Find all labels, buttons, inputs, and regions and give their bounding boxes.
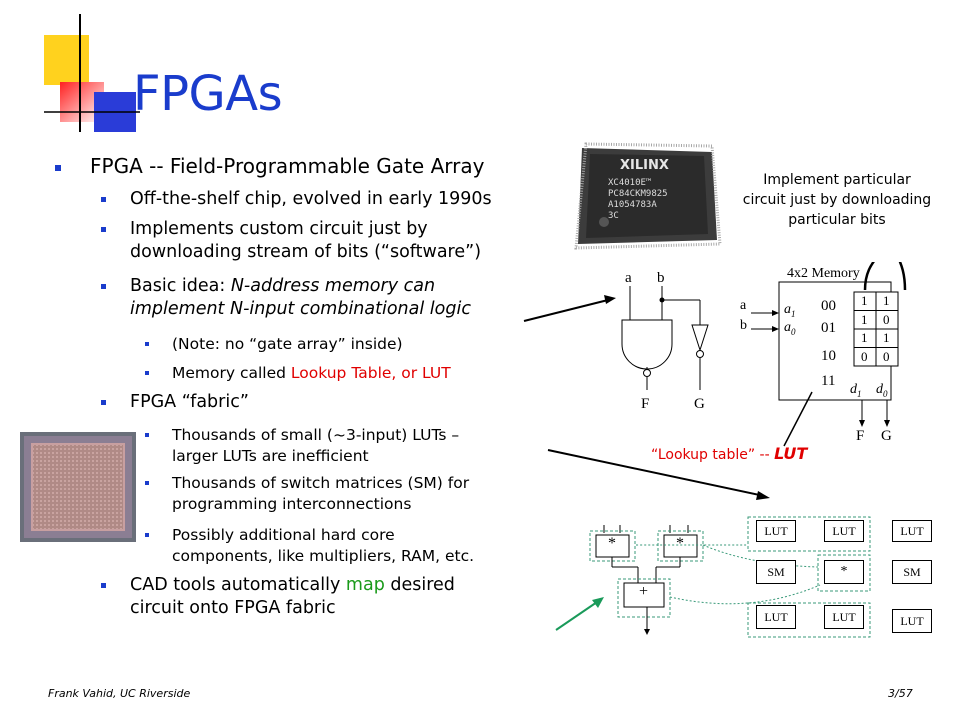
address-10: 10 [821, 348, 836, 364]
arrow-to-fabric [547, 449, 770, 500]
memory-output-g: G [881, 428, 892, 444]
fabric-lut-6: LUT [892, 609, 932, 633]
memory-in-a: a [740, 298, 747, 313]
basic-idea-prefix: Basic idea: [130, 276, 231, 296]
bullet-marker [101, 197, 106, 202]
xilinx-chip-image: XILINX XC4010E™ PC84CKM9825 A1054783A 3C [572, 140, 722, 252]
bullet-marker [101, 284, 106, 289]
address-01: 01 [821, 320, 836, 336]
bullet-implements-2: downloading stream of bits (“software”) [130, 242, 482, 262]
corner-squares-icon [44, 14, 140, 132]
bullet-off-the-shelf: Off-the-shelf chip, evolved in early 199… [130, 189, 492, 209]
fabric-lut-3: LUT [892, 520, 932, 542]
memory-output-f: F [856, 428, 865, 444]
bit-2-0: 1 [861, 330, 868, 345]
bullet-sm-2: programming interconnections [172, 495, 412, 513]
bullet-marker [101, 583, 106, 588]
bit-1-0: 1 [861, 312, 868, 327]
bullet-basic-idea-2: implement N-input combinational logic [130, 299, 471, 319]
bullet-marker [145, 371, 149, 375]
bullet-marker [101, 227, 106, 232]
lut-caption: “Lookup table” -- LUT [651, 444, 807, 463]
fabric-lut-5: LUT [824, 605, 864, 629]
bullet-luts-2: larger LUTs are inefficient [172, 447, 369, 465]
arrow-to-gates [523, 295, 616, 322]
address-00: 00 [821, 298, 836, 314]
memory-diagram: 4x2 Memory a b a1 a0 00 01 10 11 1 1 1 0… [735, 241, 935, 452]
fabric-diagram: * * + LUT LUT LUT SM * SM LUT LUT LUT [550, 505, 950, 665]
callout-text: Implement particular circuit just by dow… [722, 170, 952, 230]
adder-label: + [639, 583, 649, 600]
bullet-note: (Note: no “gate array” inside) [172, 335, 403, 353]
fabric-lut-2: LUT [824, 520, 864, 542]
chip-rev: 3C [608, 211, 619, 221]
gate-output-g: G [694, 396, 705, 412]
callout-line-3: particular bits [788, 212, 886, 228]
footer-author: Frank Vahid, UC Riverside [48, 687, 191, 700]
gate-input-b: b [657, 270, 665, 286]
bullet-implements-1: Implements custom circuit just by [130, 219, 428, 239]
fabric-lut-4: LUT [756, 605, 796, 629]
gate-diagram: a b F G [600, 270, 730, 420]
memory-in-b: b [740, 318, 747, 333]
basic-idea-italic: N-address memory can [230, 276, 436, 296]
data-label-d1: d1 [850, 382, 862, 399]
chip-code: PC84CKM9825 [608, 189, 668, 199]
cad-suffix: desired [384, 575, 455, 595]
gate-output-f: F [641, 396, 650, 412]
bit-3-1: 0 [883, 349, 890, 364]
bit-0-1: 1 [883, 293, 890, 308]
mult-1-label: * [608, 535, 616, 552]
memory-called-prefix: Memory called [172, 364, 291, 382]
bullet-marker [145, 533, 149, 537]
bullet-marker [145, 342, 149, 346]
bullet-basic-idea-1: Basic idea: N-address memory can [130, 275, 435, 297]
bit-2-1: 1 [883, 330, 890, 345]
lut-highlight: Lookup Table, or LUT [290, 364, 451, 382]
callout-line-2: circuit just by downloading [742, 192, 932, 208]
bullet-marker [145, 481, 149, 485]
bullet-marker [101, 400, 106, 405]
chip-model: XC4010E™ [608, 178, 652, 188]
bit-3-0: 0 [861, 349, 868, 364]
callout-line-1: Implement particular [763, 172, 911, 188]
fpga-die-image [20, 432, 136, 542]
slide-title: FPGAs [133, 66, 283, 122]
bullet-luts-1: Thousands of small (~3-input) LUTs – [172, 426, 460, 444]
map-highlight: map [345, 575, 385, 595]
corner-decoration [0, 0, 140, 140]
data-label-d0: d0 [876, 382, 888, 399]
cad-prefix: CAD tools automatically [130, 575, 346, 595]
addr-label-a0: a0 [784, 320, 796, 337]
bullet-marker [55, 165, 61, 171]
bullet-hardcore-2: components, like multipliers, RAM, etc. [172, 547, 475, 565]
memory-title: 4x2 Memory [787, 266, 860, 281]
fabric-lut-1: LUT [756, 520, 796, 542]
bullet-sm-1: Thousands of switch matrices (SM) for [172, 474, 470, 492]
fabric-sm-1: SM [756, 560, 796, 584]
address-11: 11 [821, 373, 836, 389]
bullet-marker [145, 433, 149, 437]
addr-label-a1: a1 [784, 302, 796, 319]
bullet-fpga: FPGA -- Field-Programmable Gate Array [90, 154, 485, 178]
bit-0-0: 1 [861, 293, 868, 308]
gate-input-a: a [625, 270, 632, 286]
footer-page: 3/57 [888, 687, 913, 700]
fabric-mult-cell: * [824, 560, 864, 584]
lut-caption-bold: LUT [774, 444, 808, 463]
fabric-sm-2: SM [892, 560, 932, 584]
bullet-hardcore-1: Possibly additional hard core [172, 526, 395, 544]
bit-1-1: 0 [883, 312, 890, 327]
bullet-fabric: FPGA “fabric” [130, 392, 249, 412]
chip-lot: A1054783A [608, 200, 657, 210]
lut-caption-line [783, 391, 813, 447]
bullet-cad-2: circuit onto FPGA fabric [130, 598, 336, 618]
lut-caption-text: “Lookup table” -- [651, 447, 775, 463]
chip-brand: XILINX [620, 158, 669, 173]
bullet-memory-called: Memory called Lookup Table, or LUT [172, 363, 451, 383]
bullet-cad-1: CAD tools automatically map desired [130, 574, 455, 596]
mult-2-label: * [676, 535, 684, 552]
